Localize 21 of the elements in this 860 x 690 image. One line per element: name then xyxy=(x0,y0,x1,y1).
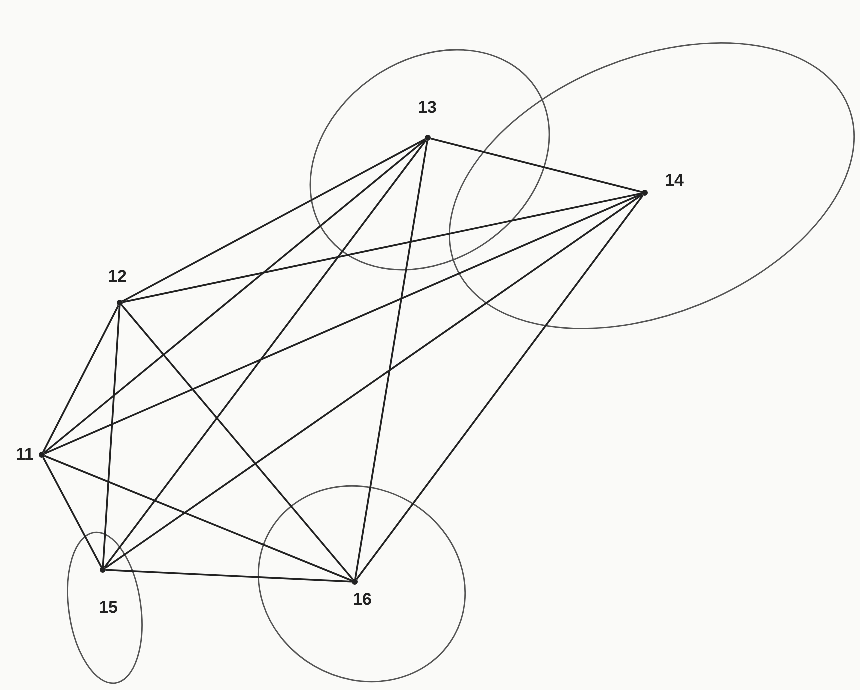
connecting-line xyxy=(354,140,428,580)
connecting-line xyxy=(44,455,353,582)
vertex-label: 13 xyxy=(418,99,437,117)
vertex-label: 16 xyxy=(353,591,372,609)
connecting-line xyxy=(42,457,102,568)
connecting-line xyxy=(122,138,426,302)
vertex-label: 11 xyxy=(16,446,34,464)
connecting-line xyxy=(104,194,644,570)
connecting-line xyxy=(44,139,426,454)
vertex-label: 14 xyxy=(665,172,684,190)
connecting-line xyxy=(104,140,427,568)
connecting-line xyxy=(106,569,352,583)
connecting-line xyxy=(42,305,120,453)
connecting-line xyxy=(122,192,642,304)
vertex-label: 12 xyxy=(108,268,127,286)
connecting-line xyxy=(356,194,644,580)
connecting-line xyxy=(121,304,354,580)
vertex-label: 15 xyxy=(99,599,118,617)
connecting-line xyxy=(44,193,643,455)
connecting-line xyxy=(430,138,642,194)
connecting-line xyxy=(102,306,121,568)
